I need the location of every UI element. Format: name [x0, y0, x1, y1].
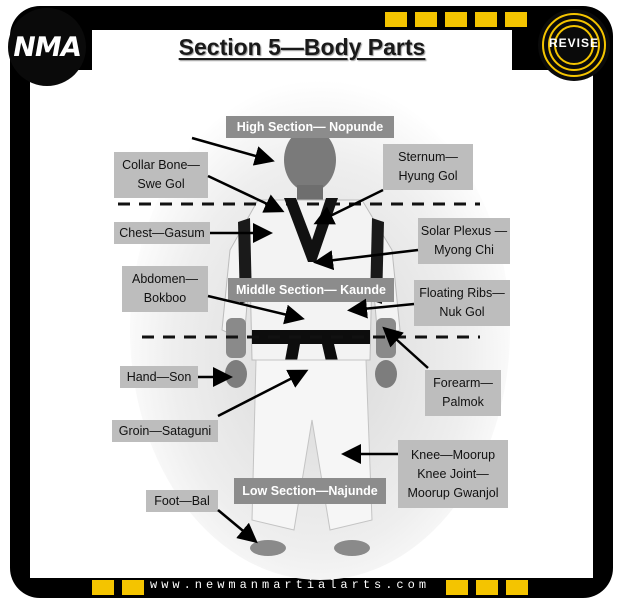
arrow-foot — [217, 509, 258, 544]
arrow-solar-plexus — [313, 248, 419, 271]
website-url[interactable]: www.newmanmartialarts.com — [150, 578, 431, 592]
label-line: Knee—Moorup — [410, 447, 496, 462]
badge-ring — [548, 19, 600, 71]
arrow-forearm — [382, 326, 429, 369]
yellow-square — [415, 12, 437, 27]
arrow-collar-bone — [207, 174, 285, 213]
nma-logo: NMA — [8, 8, 86, 86]
yellow-square — [122, 580, 144, 595]
hand-label: Hand—Son — [120, 366, 198, 388]
label-line: Chest—Gasum — [119, 225, 205, 240]
label-line: Forearm— — [433, 376, 493, 390]
label-line: Knee Joint— — [417, 466, 489, 481]
label-line: Swe Gol — [137, 177, 185, 191]
knee-label: Knee—Moorup Knee Joint— Moorup Gwanjol — [398, 440, 508, 508]
label-line: Floating Ribs— — [419, 286, 505, 300]
arrow-abdomen — [207, 294, 305, 325]
high-section-text: High Section— Nopunde — [236, 119, 384, 134]
label-line: Foot—Bal — [154, 493, 210, 508]
neck — [297, 185, 323, 201]
high-section-label: High Section— Nopunde — [226, 116, 394, 138]
badge-text: REVISE — [548, 36, 599, 50]
label-line: Nuk Gol — [439, 305, 485, 319]
label-line: Hand—Son — [126, 369, 192, 384]
page-title: Section 5—Body Parts — [178, 34, 426, 60]
yellow-square — [446, 580, 468, 595]
label-line: Groin—Sataguni — [118, 423, 212, 438]
abdomen-label: Abdomen— Bokboo — [122, 266, 208, 312]
yellow-square — [506, 580, 528, 595]
yellow-square — [445, 12, 467, 27]
yellow-square — [476, 580, 498, 595]
yellow-square — [505, 12, 527, 27]
left-foot — [250, 540, 286, 556]
head — [284, 128, 336, 192]
revise-badge: REVISE — [538, 9, 610, 81]
middle-section-text: Middle Section— Kaunde — [235, 282, 386, 297]
label-line: Abdomen— — [131, 272, 198, 286]
right-hand — [375, 360, 397, 388]
sternum-label: Sternum— Hyung Gol — [383, 144, 473, 190]
label-line: Palmok — [442, 395, 484, 409]
badge-ring — [542, 13, 606, 77]
label-line: Moorup Gwanjol — [407, 485, 499, 500]
label-line: Myong Chi — [434, 243, 494, 257]
solar-plexus-label: Solar Plexus — Myong Chi — [418, 218, 510, 264]
label-line: Hyung Gol — [398, 169, 458, 183]
groin-label: Groin—Sataguni — [112, 420, 218, 442]
label-line: Bokboo — [143, 291, 187, 305]
arrow-groin — [217, 369, 309, 418]
badge-ring — [554, 25, 594, 65]
right-foot — [334, 540, 370, 556]
title-strip — [92, 30, 512, 78]
foot-label: Foot—Bal — [146, 490, 218, 512]
chest-label: Chest—Gasum — [114, 222, 210, 244]
label-line: Collar Bone— — [122, 158, 200, 172]
yellow-square — [92, 580, 114, 595]
label-line: Sternum— — [398, 150, 458, 164]
low-section-label: Low Section—Najunde — [234, 478, 386, 504]
collar-bone-label: Collar Bone— Swe Gol — [114, 152, 208, 198]
middle-section-label: Middle Section— Kaunde — [228, 278, 394, 302]
arrow-head — [191, 136, 275, 166]
forearm-label: Forearm— Palmok — [425, 370, 501, 416]
floating-ribs-label: Floating Ribs— Nuk Gol — [414, 280, 510, 326]
low-section-text: Low Section—Najunde — [242, 483, 378, 498]
arrow-sternum — [313, 188, 384, 225]
label-line: Solar Plexus — — [420, 224, 508, 238]
arrow-floating-ribs — [347, 298, 415, 319]
yellow-square — [385, 12, 407, 27]
yellow-square — [475, 12, 497, 27]
